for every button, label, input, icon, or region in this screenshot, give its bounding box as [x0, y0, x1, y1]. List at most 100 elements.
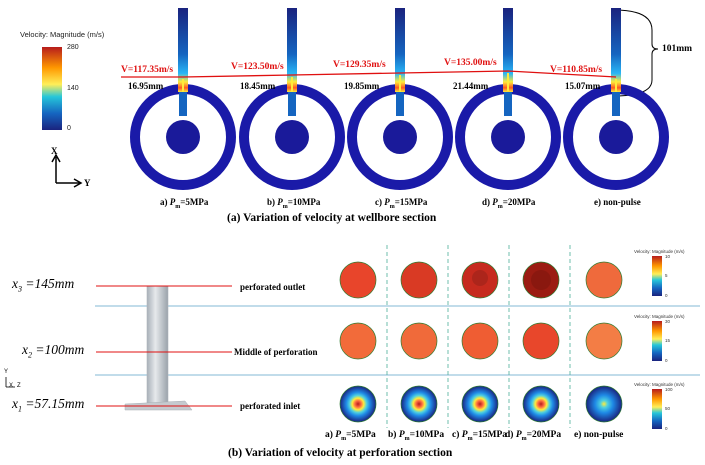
section-outlet-circle	[585, 261, 623, 299]
section-middle-circle	[400, 322, 438, 360]
caption-a: (a) Variation of velocity at wellbore se…	[227, 212, 437, 224]
legend-mid-b1: 5	[665, 273, 668, 278]
distance-label-e: 15.07mm	[565, 81, 601, 91]
axis-x-label-a: X	[51, 146, 58, 156]
legend-title-b3: Velocity: Magnitude (m/s)	[634, 382, 685, 387]
jet-core	[399, 75, 401, 93]
axis-triad-b	[5, 377, 15, 388]
jet-core	[291, 77, 293, 95]
legend-min-b3: 0	[665, 426, 668, 431]
wellbore-core	[275, 120, 309, 154]
legend-min-b1: 0	[665, 293, 668, 298]
wellbore-unit	[239, 8, 345, 190]
velocity-label-c: V=129.35m/s	[333, 60, 386, 70]
section-inlet-circle	[400, 385, 438, 423]
bracket-label: 101mm	[662, 44, 693, 54]
legend-title-b1: Velocity: Magnitude (m/s)	[634, 249, 685, 254]
section-middle-circle	[461, 322, 499, 360]
jet-core	[615, 79, 617, 97]
legend-max-b3: 100	[665, 387, 673, 392]
wellbore-core	[599, 120, 633, 154]
x2-label: x2 =100mm	[22, 342, 85, 360]
jet-nozzle	[504, 92, 512, 116]
section-inlet-circle	[585, 385, 623, 423]
velocity-label-b: V=123.50m/s	[231, 62, 284, 72]
axis-b-x: X	[9, 383, 14, 389]
wellbore-unit	[347, 8, 453, 190]
legend-mid-b2: 15	[665, 338, 671, 343]
pipe-base	[124, 400, 193, 411]
row-label-inlet: perforated inlet	[240, 401, 301, 411]
legend-colorbar-b2	[652, 321, 662, 361]
column-dividers	[386, 245, 571, 428]
x3-label: x3 =145mm	[12, 276, 75, 294]
x1-label: x1 =57.15mm	[12, 396, 85, 414]
distance-label-c: 19.85mm	[344, 81, 380, 91]
panel-label-d: d) Pm=20MPa	[482, 197, 536, 210]
legend-min-b2: 0	[665, 358, 668, 363]
axis-triad-a	[51, 153, 83, 188]
legend-max-b2: 30	[665, 319, 671, 324]
section-middle-circle	[585, 322, 623, 360]
bottom-label-e: e) non-pulse	[574, 430, 624, 440]
legend-colorbar-b1	[652, 256, 662, 296]
section-lines	[96, 285, 232, 407]
legend-mid-b3: 50	[665, 406, 671, 411]
wellbore-core	[491, 120, 525, 154]
section-outlet-circle	[400, 261, 438, 299]
perforation-tunnel	[395, 8, 405, 92]
velocity-label-a: V=117.35m/s	[121, 65, 174, 75]
legend-max-a: 280	[67, 44, 79, 51]
distance-label-b: 18.45mm	[240, 81, 276, 91]
jet-core	[507, 73, 509, 91]
section-circles	[339, 261, 623, 423]
section-outlet-core	[472, 270, 488, 286]
row-label-outlet: perforated outlet	[240, 282, 306, 292]
wellbore-group	[130, 8, 669, 190]
section-outlet-circle	[339, 261, 377, 299]
velocity-trend-line	[121, 70, 617, 78]
velocity-label-e: V=110.85m/s	[550, 65, 603, 75]
legend-min-a: 0	[67, 125, 71, 132]
section-inlet-circle	[339, 385, 377, 423]
row-label-middle: Middle of perforation	[234, 347, 318, 357]
panel-label-c: c) Pm=15MPa	[375, 197, 428, 210]
caption-b: (b) Variation of velocity at perforation…	[228, 447, 453, 459]
perforation-pipe	[146, 285, 169, 405]
axis-b-y: Y	[4, 369, 9, 375]
perforation-tunnel	[287, 8, 297, 92]
bottom-label-c: c) Pm=15MPa	[452, 430, 508, 442]
distance-label-a: 16.95mm	[128, 81, 164, 91]
section-middle-circle	[522, 322, 560, 360]
legend-title-a: Velocity: Magnitude (m/s)	[20, 30, 105, 39]
panel-label-e: e) non-pulse	[594, 197, 641, 207]
jet-nozzle	[396, 92, 404, 116]
wellbore-core	[383, 120, 417, 154]
jet-nozzle	[179, 92, 187, 116]
panel-label-a: a) Pm=5MPa	[160, 197, 209, 210]
bottom-label-a: a) Pm=5MPa	[325, 430, 376, 442]
section-inlet-circle	[522, 385, 560, 423]
section-outlet-core	[531, 270, 551, 290]
jet-nozzle	[612, 92, 620, 116]
distance-label-d: 21.44mm	[453, 81, 489, 91]
axis-b-z: Z	[17, 383, 21, 389]
perforation-tunnel	[178, 8, 188, 92]
legend-colorbar-b3	[652, 389, 662, 429]
axis-y-label-a: Y	[84, 178, 91, 188]
velocity-label-d: V=135.00m/s	[444, 58, 497, 68]
section-inlet-circle	[461, 385, 499, 423]
legend-max-b1: 10	[665, 254, 671, 259]
section-middle-circle	[339, 322, 377, 360]
legend-title-b2: Velocity: Magnitude (m/s)	[634, 314, 685, 319]
bottom-label-b: b) Pm=10MPa	[388, 430, 445, 442]
bottom-label-d: d) Pm=20MPa	[505, 430, 562, 442]
legend-mid-a: 140	[67, 85, 79, 92]
wellbore-core	[166, 120, 200, 154]
legend-colorbar-a	[42, 47, 62, 130]
bracket-101mm	[613, 9, 659, 97]
wellbore-unit	[563, 8, 669, 190]
jet-nozzle	[288, 92, 296, 116]
jet-core	[182, 79, 184, 97]
